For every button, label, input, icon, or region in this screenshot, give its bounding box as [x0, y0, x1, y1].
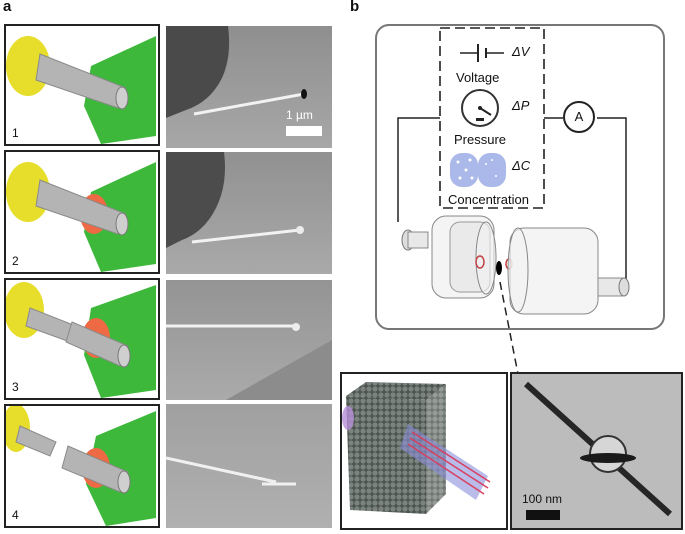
sem-image-3 — [166, 280, 332, 400]
step-3-schematic: 3 — [4, 278, 160, 400]
delta-c-label: ΔC — [512, 158, 531, 173]
sem-image-1: 1 µm — [166, 26, 332, 148]
panel-a-letter: a — [3, 0, 12, 15]
scale-bar-label: 1 µm — [286, 108, 313, 122]
step-4-schematic: 4 — [4, 404, 160, 528]
pressure-gauge-icon — [461, 89, 499, 127]
ammeter-icon: A — [563, 101, 595, 133]
delta-p-label: ΔP — [512, 98, 530, 113]
panel-b-letter: b — [350, 0, 360, 15]
step-number: 1 — [12, 126, 19, 140]
nanotube-schematic-icon — [6, 162, 156, 272]
simulation-inset — [340, 372, 508, 530]
sem-image-4 — [166, 404, 332, 528]
step-2-schematic: 2 — [4, 150, 160, 274]
concentration-cells-icon — [450, 153, 506, 187]
tem-scale-bar — [526, 510, 560, 520]
tem-image: 100 nm — [510, 372, 683, 530]
step-number: 2 — [12, 254, 19, 268]
nanotube-schematic-icon — [6, 282, 156, 398]
sem-image-2 — [166, 152, 332, 274]
nanotube-schematic-icon — [6, 36, 156, 144]
step-1-schematic: 1 — [4, 24, 160, 146]
membrane-nanotube-simulation-icon — [342, 382, 491, 514]
voltage-label: Voltage — [456, 70, 500, 85]
concentration-label: Concentration — [448, 192, 529, 207]
delta-v-label: ΔV — [512, 44, 530, 59]
tem-scale-bar-label: 100 nm — [522, 492, 563, 506]
nanotube-schematic-icon — [6, 406, 156, 526]
pressure-label: Pressure — [454, 132, 507, 147]
step-number: 4 — [12, 508, 19, 522]
scale-bar — [286, 126, 322, 136]
fluid-cells-icon — [401, 215, 630, 315]
step-number: 3 — [12, 380, 19, 394]
